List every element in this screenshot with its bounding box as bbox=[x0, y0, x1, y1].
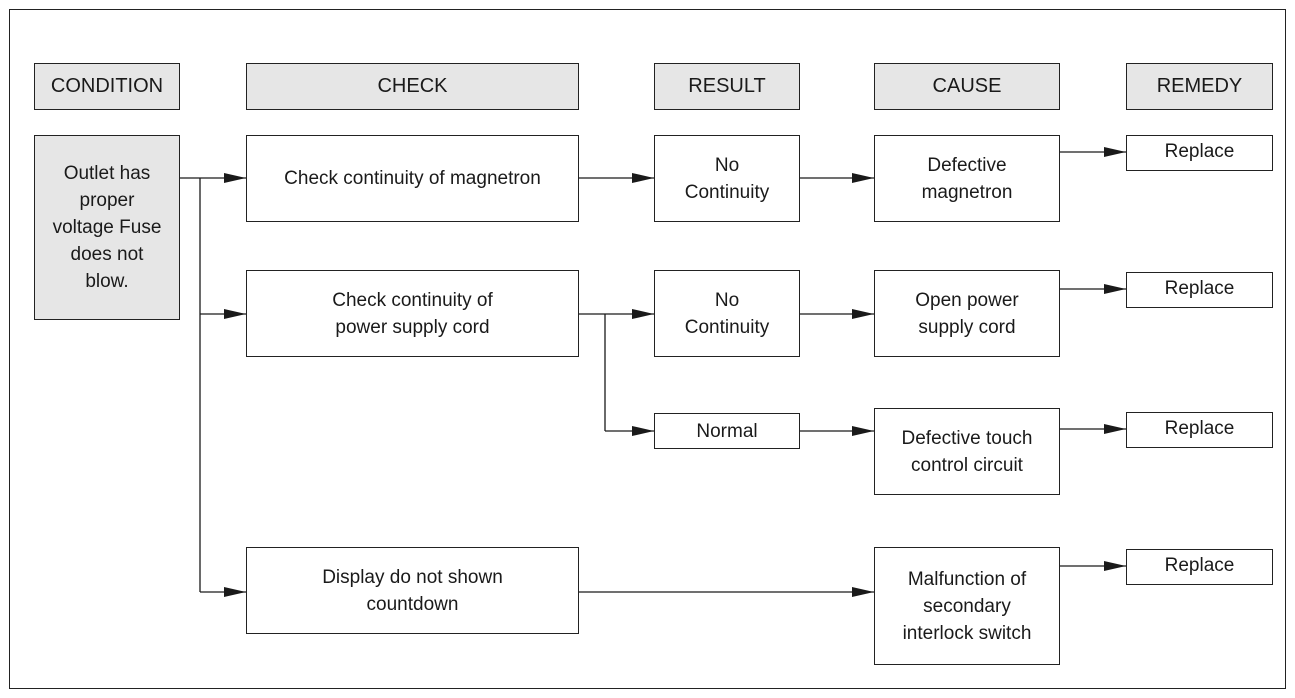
check-display: Display do not shown countdown bbox=[246, 547, 579, 634]
header-result: RESULT bbox=[654, 63, 800, 110]
cause-defective-touch-control: Defective touch control circuit bbox=[874, 408, 1060, 495]
remedy-replace-4: Replace bbox=[1126, 549, 1273, 585]
remedy-replace-1: Replace bbox=[1126, 135, 1273, 171]
remedy-replace-2: Replace bbox=[1126, 272, 1273, 308]
remedy-replace-3: Replace bbox=[1126, 412, 1273, 448]
result-normal: Normal bbox=[654, 413, 800, 449]
cause-open-power-cord: Open power supply cord bbox=[874, 270, 1060, 357]
cause-interlock-switch: Malfunction of secondary interlock switc… bbox=[874, 547, 1060, 665]
check-power-cord: Check continuity of power supply cord bbox=[246, 270, 579, 357]
diagram-frame bbox=[9, 9, 1286, 689]
header-condition: CONDITION bbox=[34, 63, 180, 110]
check-magnetron: Check continuity of magnetron bbox=[246, 135, 579, 222]
cause-defective-magnetron: Defective magnetron bbox=[874, 135, 1060, 222]
header-check: CHECK bbox=[246, 63, 579, 110]
header-cause: CAUSE bbox=[874, 63, 1060, 110]
result-no-continuity-2: No Continuity bbox=[654, 270, 800, 357]
result-no-continuity-1: No Continuity bbox=[654, 135, 800, 222]
condition-box: Outlet has proper voltage Fuse does not … bbox=[34, 135, 180, 320]
header-remedy: REMEDY bbox=[1126, 63, 1273, 110]
